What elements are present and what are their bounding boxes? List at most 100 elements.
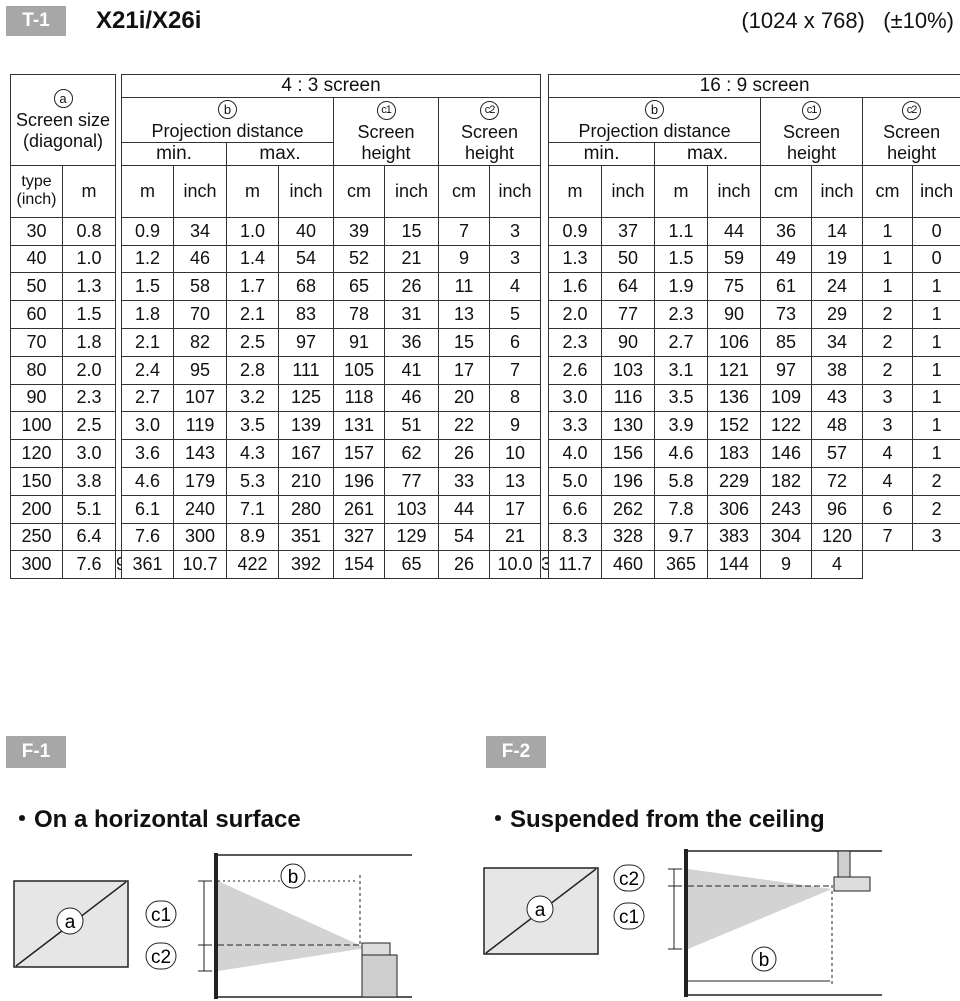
table-cell: 60: [10, 300, 63, 329]
table-cell: 3.8: [61, 466, 117, 496]
unit-header: inch: [707, 164, 762, 218]
table-cell: 85: [760, 327, 813, 357]
tolerance-value: (±10%): [883, 8, 954, 33]
table-cell: 58: [173, 272, 228, 302]
unit-header: inch: [384, 164, 440, 218]
unit-header: inch: [173, 164, 228, 218]
table-cell: 1.2: [121, 244, 175, 274]
c1-label2: height: [787, 142, 837, 163]
table-cell: 1.9: [654, 272, 709, 302]
figure2-diagram: a b c2 c1: [483, 849, 882, 997]
table-cell: 19: [811, 244, 864, 274]
c2-marker: [145, 942, 177, 970]
table-cell: 179: [173, 466, 228, 496]
table-cell: 17: [489, 494, 542, 524]
unit-header: m: [121, 164, 175, 218]
table-cell: 1: [912, 300, 960, 329]
table-cell: 121: [707, 355, 762, 385]
table-cell: 6: [862, 494, 914, 524]
table-cell: 393: [540, 550, 550, 580]
b-symbol: b: [218, 99, 238, 119]
unit-header: cm: [333, 164, 386, 218]
unit-header: m: [226, 164, 280, 218]
table-cell: 34: [173, 216, 228, 246]
table-cell: 21: [489, 522, 542, 552]
unit-header: m: [548, 164, 603, 218]
figure2-caption: ・Suspended from the ceiling: [486, 806, 825, 833]
table-cell: 39: [333, 216, 386, 246]
unit-header: cm: [760, 164, 813, 218]
table-cell: 4: [489, 272, 542, 302]
table-cell: 96: [811, 494, 864, 524]
max-label-4-3: max.: [226, 141, 335, 166]
unit-header: cm: [438, 164, 491, 218]
table-cell: 261: [333, 494, 386, 524]
table-cell: 1.3: [61, 272, 117, 302]
c2-label2: height: [887, 142, 937, 163]
table-cell: 2: [862, 355, 914, 385]
table-cell: 26: [438, 550, 491, 580]
table-cell: 70: [10, 327, 63, 357]
a-label: a: [535, 900, 546, 921]
table-cell: 2.3: [654, 300, 709, 329]
m-unit-header: m: [61, 164, 117, 218]
table-cell: 57: [811, 439, 864, 468]
table-cell: 30: [10, 216, 63, 246]
unit-header: inch: [912, 164, 960, 218]
table-cell: 1.5: [121, 272, 175, 302]
proj-distance-label: Projection distance: [578, 120, 731, 141]
table-cell: 34: [811, 327, 864, 357]
b-label: b: [288, 867, 299, 888]
table-cell: 2: [912, 466, 960, 496]
table-cell: 229: [707, 466, 762, 496]
unit-header: inch: [489, 164, 542, 218]
table-cell: 62: [384, 439, 440, 468]
table-cell: 116: [601, 383, 656, 413]
table-cell: 2.3: [61, 383, 117, 413]
table-cell: 4.3: [226, 439, 280, 468]
table-cell: 0: [912, 244, 960, 274]
table-cell: 1.4: [226, 244, 280, 274]
table-cell: 196: [601, 466, 656, 496]
table-cell: 422: [226, 550, 280, 580]
unit-header: m: [654, 164, 709, 218]
table-cell: 2: [912, 494, 960, 524]
projection-table: a Screen size (diagonal) 4 : 3 screen 16…: [9, 74, 960, 580]
table-cell: 119: [173, 411, 228, 441]
table-cell: 130: [601, 411, 656, 441]
table-cell: 68: [278, 272, 335, 302]
c2-header-4-3: c2 Screen height: [438, 97, 542, 166]
c2-header-16-9: c2 Screen height: [862, 97, 960, 166]
table-cell: 243: [760, 494, 813, 524]
c2-label1: Screen: [883, 121, 941, 142]
table-cell: 33: [438, 466, 491, 496]
table-cell: 21: [384, 244, 440, 274]
c1-header-16-9: c1 Screen height: [760, 97, 864, 166]
table-cell: 125: [278, 383, 335, 413]
table-cell: 14: [811, 216, 864, 246]
table-cell: 5.1: [61, 494, 117, 524]
table-cell: 5.3: [226, 466, 280, 496]
table-cell: 3.3: [548, 411, 603, 441]
table-stand: [361, 954, 398, 998]
table-cell: 4.0: [548, 439, 603, 468]
table-cell: 75: [707, 272, 762, 302]
table-cell: 77: [384, 466, 440, 496]
table-cell: 2.7: [121, 383, 175, 413]
table-cell: 22: [438, 411, 491, 441]
model-title: X21i/X26i: [96, 7, 202, 34]
table-cell: 327: [333, 522, 386, 552]
table-cell: 1.1: [654, 216, 709, 246]
table-cell: 1.8: [121, 300, 175, 329]
table-cell: 3.5: [226, 411, 280, 441]
table-cell: 109: [760, 383, 813, 413]
table-cell: 3: [862, 411, 914, 441]
table-cell: 2.0: [61, 355, 117, 385]
table-cell: 131: [333, 411, 386, 441]
